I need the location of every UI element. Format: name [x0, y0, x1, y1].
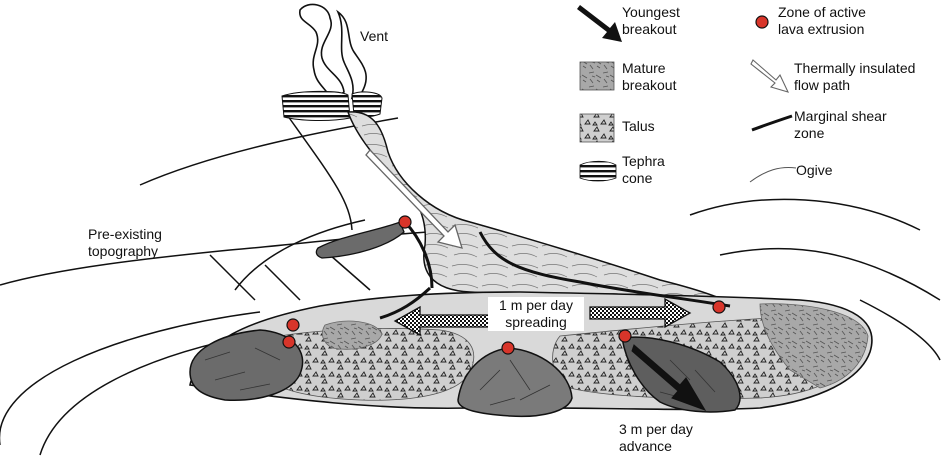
main-flow-channel: [346, 111, 744, 319]
spreading-label: 1 m per day spreading: [488, 297, 584, 331]
legend-shear-zone: Marginal shear zone: [794, 108, 887, 141]
breakout-lobe-center: [457, 347, 573, 418]
spreading-arrows: [393, 297, 692, 337]
thin-curve-icon: [749, 167, 797, 183]
talus-swatch: [579, 113, 615, 143]
youngest-breakout-arrow: [631, 344, 707, 411]
spreading-arrow-right: [589, 297, 692, 329]
legend-mature-breakout: Mature breakout: [622, 60, 677, 93]
tephra-cone-swatch: [579, 160, 617, 182]
legend-talus: Talus: [622, 118, 655, 134]
vent-label: Vent: [360, 28, 389, 44]
legend-tephra-cone: Tephra cone: [622, 153, 665, 186]
mature-breakout-right: [759, 303, 869, 389]
mature-breakout-swatch: [579, 61, 615, 91]
legend-active-extrusion: Zone of active lava extrusion: [778, 4, 866, 37]
extrusion-dots: [282, 215, 726, 355]
breakout-lobe-left: [189, 329, 304, 401]
extrusion-dot: [398, 215, 412, 229]
extrusion-dot: [618, 329, 632, 343]
tephra-cone: [281, 90, 351, 122]
extrusion-dot: [282, 335, 296, 349]
extrusion-dot: [286, 318, 300, 332]
topography-label: Pre-existing topography: [88, 226, 162, 259]
breakout-lobe-right: [621, 336, 741, 413]
advance-label: 3 m per day advance: [619, 421, 693, 454]
thick-line-icon: [751, 114, 793, 132]
extrusion-dot: [501, 341, 515, 355]
red-dot-icon: [755, 15, 769, 29]
vent-plume: [299, 3, 345, 102]
hollow-arrow-icon: [750, 59, 790, 93]
breakout-lobe-upper: [315, 221, 405, 259]
legend-youngest-breakout: Youngest breakout: [622, 4, 680, 37]
legend: [577, 5, 797, 183]
insulated-flow-arrows: [365, 149, 463, 249]
extrusion-dot: [712, 300, 726, 314]
black-arrow-icon: [577, 5, 622, 42]
mature-breakout-center: [321, 320, 383, 350]
topography-lines: [0, 111, 941, 456]
legend-ogive: Ogive: [796, 162, 833, 178]
legend-insulated-flow: Thermally insulated flow path: [794, 60, 916, 93]
